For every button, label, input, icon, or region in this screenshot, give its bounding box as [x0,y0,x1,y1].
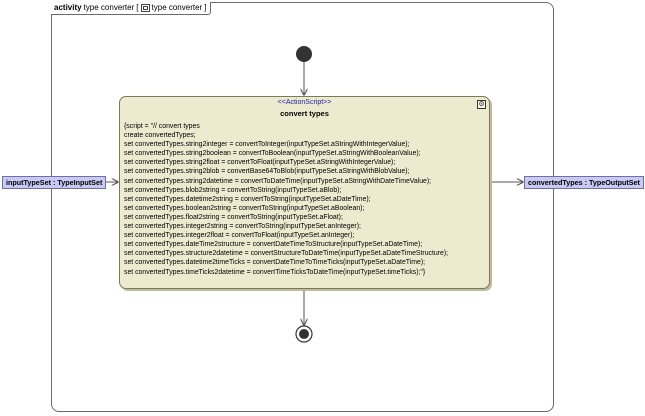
script-line: set convertedTypes.string2datetime = con… [124,177,432,185]
script-line: set convertedTypes.string2integer = conv… [124,141,410,149]
input-pin[interactable]: inputTypeSet : TypeInputSet [2,176,107,189]
script-line: set convertedTypes.boolean2string = conv… [124,204,365,212]
script-line: set convertedTypes.blob2string = convert… [124,186,342,194]
output-pin[interactable]: convertedTypes : TypeOutputSet [524,176,644,189]
frame-name: type converter [83,3,135,12]
frame-header: activity type converter [ type converter… [51,2,212,15]
diagram-icon [140,4,150,12]
initial-node[interactable] [296,46,312,62]
action-script: {script = "// convert types create conve… [124,122,485,277]
script-line: set convertedTypes.string2blob = convert… [124,168,410,176]
settings-icon[interactable]: ⚙ [477,100,486,109]
frame-keyword: activity [54,3,82,12]
script-line: set convertedTypes.integer2float = conve… [124,232,355,240]
script-line: set convertedTypes.timeTicks2datetime = … [124,268,426,276]
convert-types-action[interactable]: <<ActionScript>> convert types ⚙ {script… [119,96,490,289]
script-line: create convertedTypes; [124,132,196,140]
script-line: set convertedTypes.datetime2timeTicks = … [124,259,426,267]
script-line: {script = "// convert types [124,123,200,130]
script-line: set convertedTypes.string2boolean = conv… [124,150,421,158]
script-line: set convertedTypes.dateTime2structure = … [124,241,423,249]
script-line: set convertedTypes.structure2datetime = … [124,250,449,258]
activity-final-node[interactable] [295,325,313,343]
script-line: set convertedTypes.integer2string = conv… [124,223,361,231]
script-line: set convertedTypes.float2string = conver… [124,213,343,221]
action-stereotype: <<ActionScript>> [277,99,332,106]
script-line: set convertedTypes.string2float = conver… [124,159,396,167]
frame-ref: type converter [151,3,203,12]
script-line: set convertedTypes.datetime2string = con… [124,195,371,203]
action-name: convert types [280,109,329,118]
